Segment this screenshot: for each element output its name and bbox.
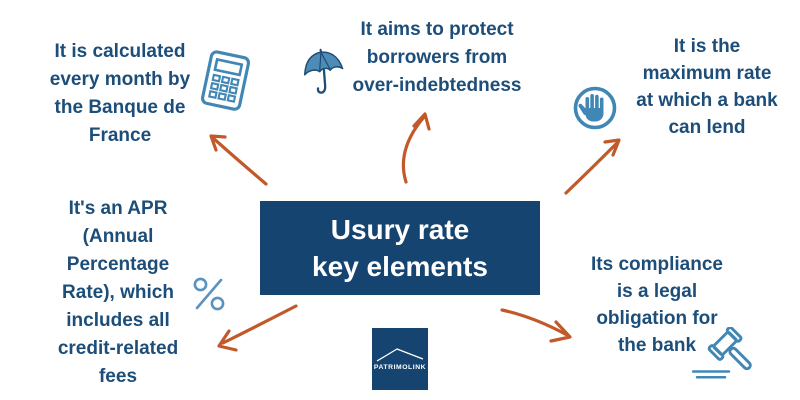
center-title-box: Usury rate key elements [260,201,540,295]
logo-brand-text: PATRIMOLINK [373,364,427,371]
umbrella-icon [301,48,347,105]
arrow-to-calculated [209,134,268,186]
node-protect-text: It aims to protect borrowers from over-i… [352,19,522,96]
node-calculated-text: It is calculated every month by the Banq… [49,41,191,146]
node-compliance-text: Its compliance is a legal obligation for… [591,254,723,356]
node-maximum-text: It is the maximum rate at which a bank c… [636,36,778,138]
patrimolink-logo: PATRIMOLINK [372,328,428,390]
roofline-icon [376,348,424,362]
arrow-to-maximum [564,138,621,195]
gavel-icon [690,326,764,390]
percent-icon [190,275,228,318]
arrow-to-protect [401,112,431,184]
arrow-to-compliance [500,308,572,343]
center-title: Usury rate key elements [312,214,488,282]
arrow-to-apr [217,304,298,352]
stop-hand-icon [572,85,618,136]
calculator-icon [198,48,252,117]
node-apr-text: It's an APR (Annual Percentage Rate), wh… [57,198,179,387]
